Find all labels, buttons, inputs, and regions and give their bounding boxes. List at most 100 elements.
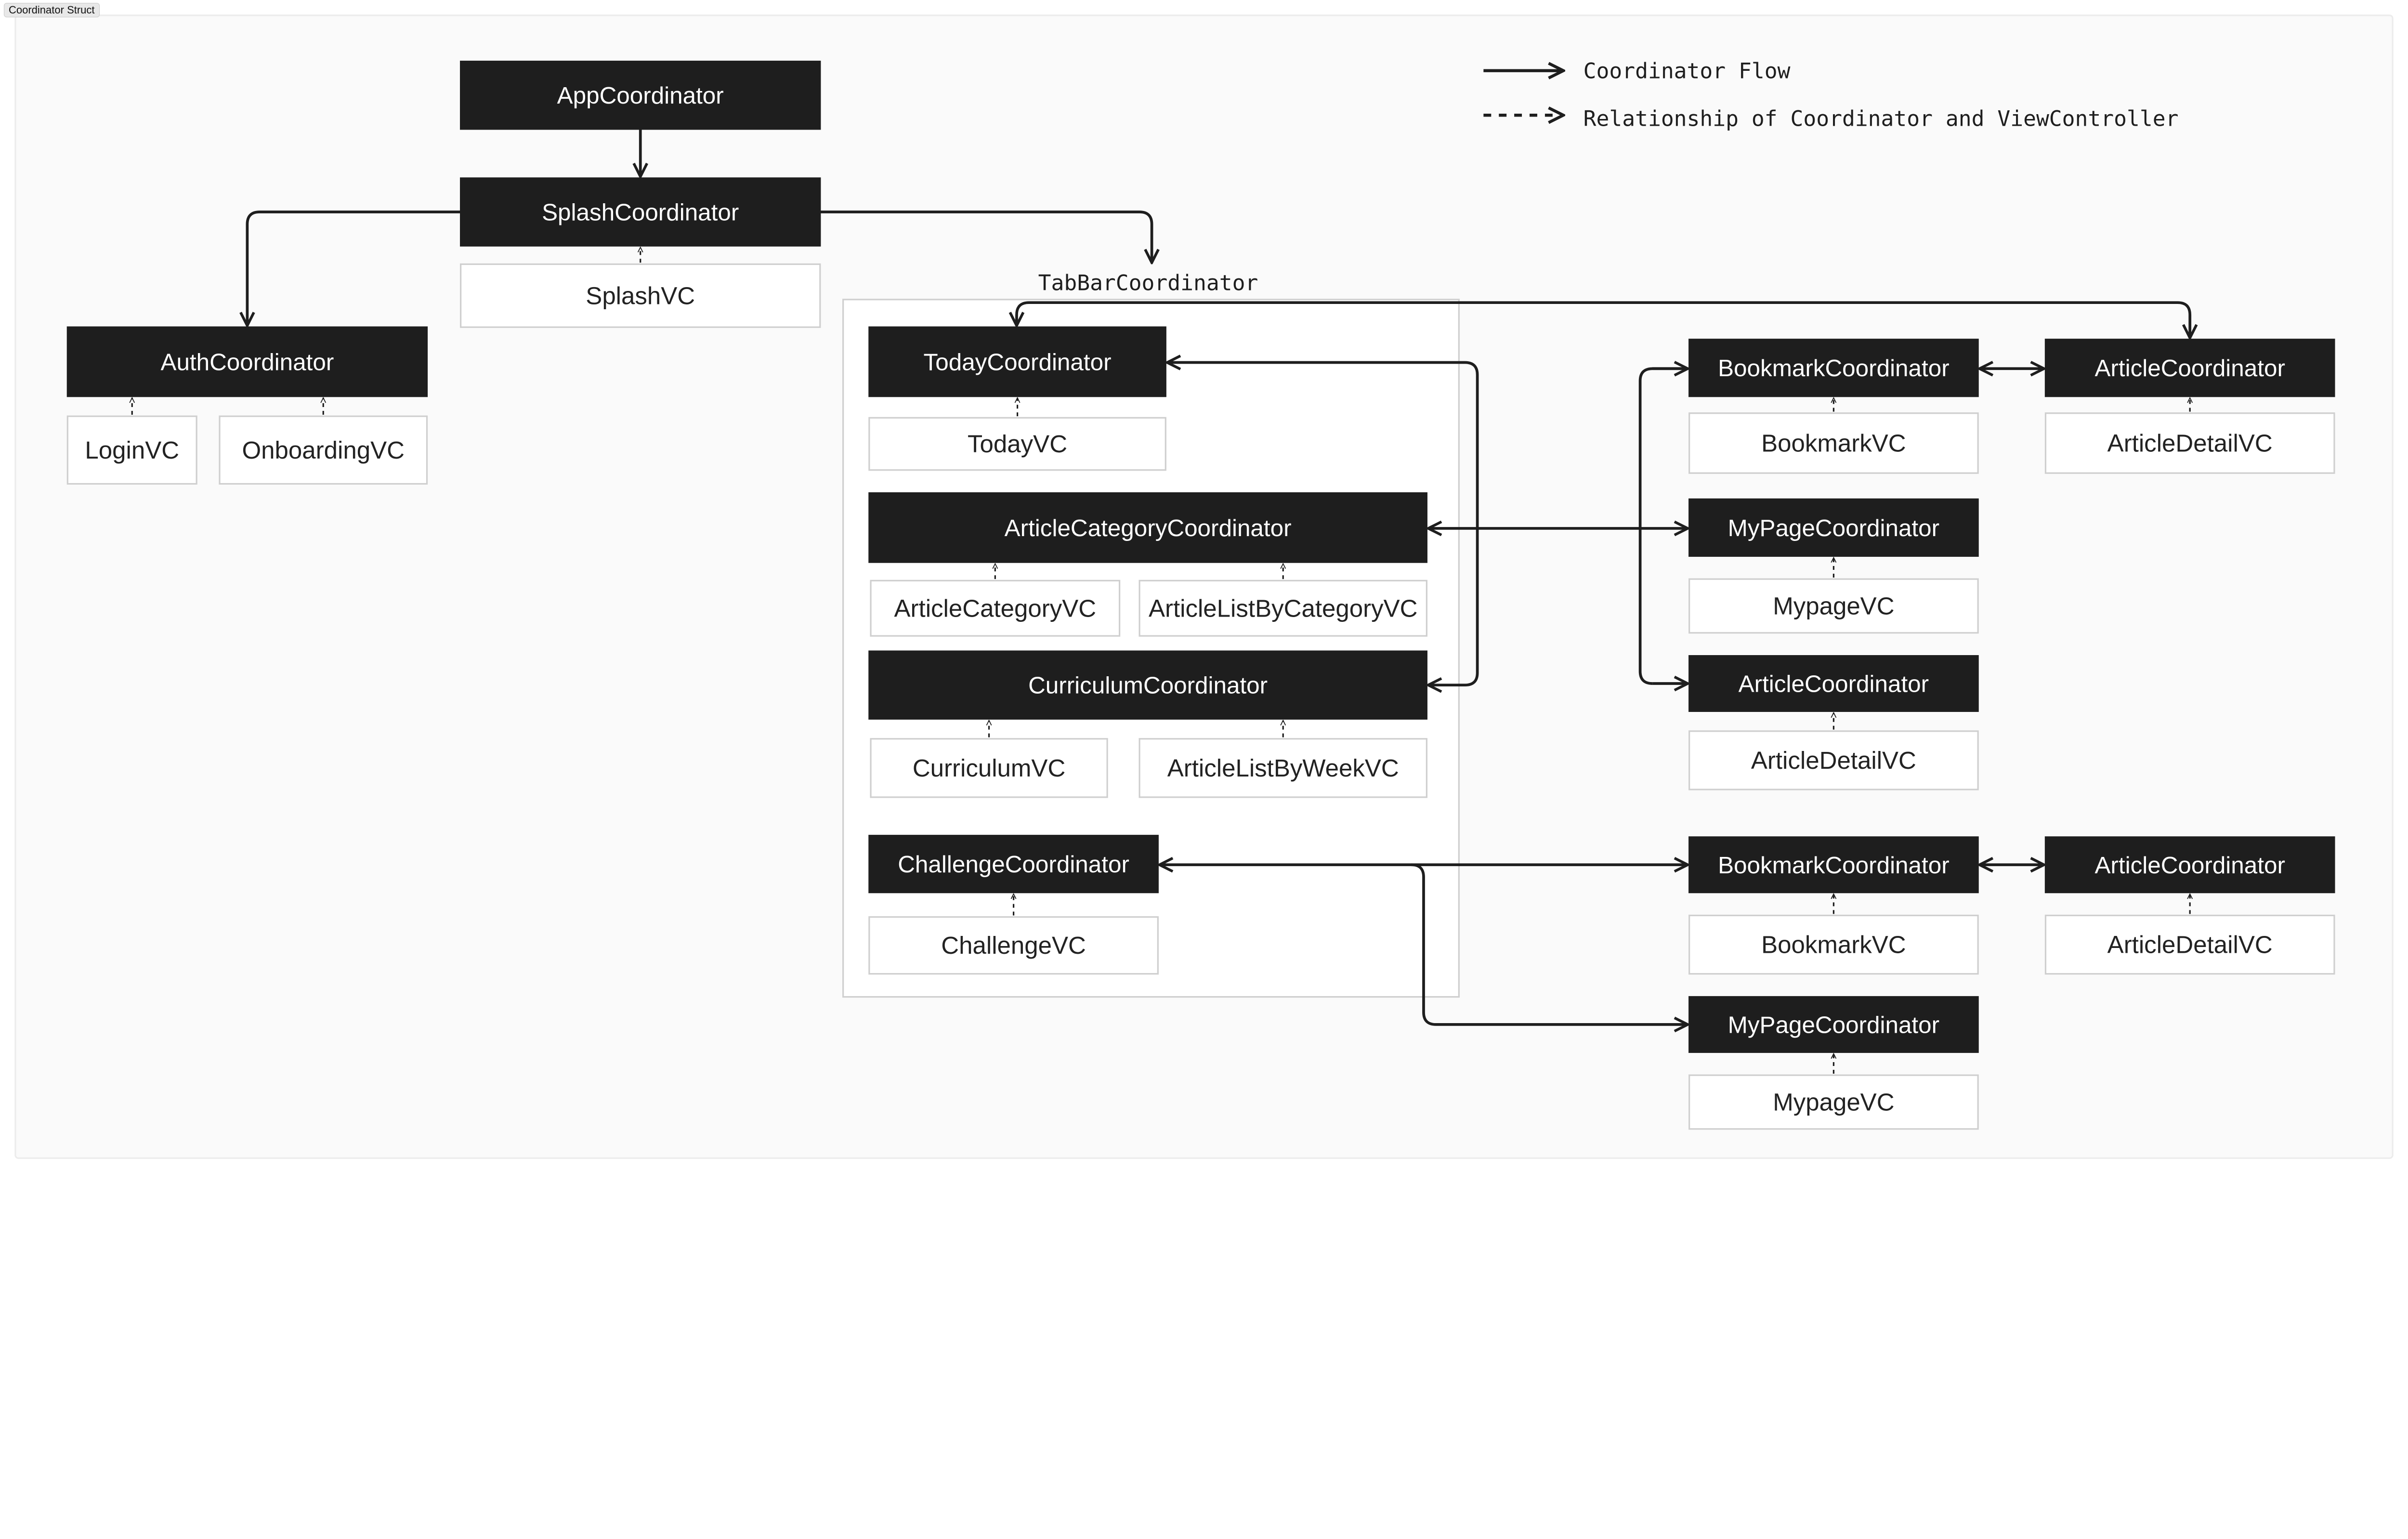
today-vc-node[interactable]: TodayVC (868, 417, 1166, 471)
node-label: LoginVC (85, 436, 179, 464)
node-box (2044, 914, 2335, 975)
node-box (868, 835, 1159, 894)
challenge-coordinator-node[interactable]: ChallengeCoordinator (868, 835, 1159, 894)
node-box (1688, 498, 1979, 557)
article-coordinator-node[interactable]: ArticleCoordinator (1688, 655, 1979, 712)
splash-coordinator-node[interactable]: SplashCoordinator (460, 177, 821, 247)
article-category-coordinator-node[interactable]: ArticleCategoryCoordinator (868, 492, 1427, 563)
node-box (460, 177, 821, 247)
frame-label: Coordinator Struct (4, 3, 100, 17)
node-box (1688, 578, 1979, 634)
node-label: BookmarkVC (1761, 931, 1906, 959)
node-box (1139, 738, 1427, 798)
node-label: ArticleDetailVC (1751, 747, 1916, 774)
legend-flow-label: Coordinator Flow (1584, 59, 1791, 84)
node-label: SplashCoordinator (542, 199, 739, 226)
article-coordinator-node[interactable]: ArticleCoordinator (2044, 836, 2335, 894)
node-box (66, 326, 428, 397)
node-box (868, 916, 1159, 975)
node-box (66, 415, 197, 485)
node-box (1688, 914, 1979, 975)
node-label: OnboardingVC (242, 436, 404, 464)
node-label: ArticleListByWeekVC (1167, 754, 1399, 782)
node-box (868, 326, 1166, 397)
bookmark-coordinator-node[interactable]: BookmarkCoordinator (1688, 339, 1979, 397)
edges (132, 129, 2190, 1074)
legend: Coordinator Flow Relationship of Coordin… (1483, 59, 2179, 131)
my-page-coordinator-node[interactable]: MyPageCoordinator (1688, 498, 1979, 557)
node-box (868, 492, 1427, 563)
article-category-vc-node[interactable]: ArticleCategoryVC (870, 579, 1121, 637)
node-box (460, 263, 821, 328)
article-detail-vc-node[interactable]: ArticleDetailVC (1688, 730, 1979, 790)
node-label: BookmarkCoordinator (1718, 355, 1950, 381)
today-article-arrow (1017, 301, 2190, 338)
tabbar-label: TabBarCoordinator (1038, 271, 1258, 296)
node-label: ChallengeCoordinator (898, 851, 1129, 878)
node-box (868, 650, 1427, 720)
today-coordinator-node[interactable]: TodayCoordinator (868, 326, 1166, 397)
article-detail-vc-node[interactable]: ArticleDetailVC (2044, 914, 2335, 975)
mypage-vc-node[interactable]: MypageVC (1688, 578, 1979, 634)
curriculum-vc-node[interactable]: CurriculumVC (870, 738, 1108, 798)
node-label: CurriculumCoordinator (1028, 672, 1268, 699)
article-list-by-week-vc-node[interactable]: ArticleListByWeekVC (1139, 738, 1427, 798)
login-vc-node[interactable]: LoginVC (66, 415, 197, 485)
coordinator-diagram: TabBarCoordinator Coordinator Flow Relat… (14, 14, 2394, 1159)
node-box (1688, 730, 1979, 790)
splash-to-tabbar-arrow (820, 210, 1152, 263)
node-box (868, 417, 1166, 471)
node-box (1688, 1074, 1979, 1130)
node-label: MyPageCoordinator (1728, 1012, 1939, 1038)
app-coordinator-node[interactable]: AppCoordinator (460, 60, 821, 130)
node-box (2044, 836, 2335, 894)
node-label: BookmarkCoordinator (1718, 852, 1950, 879)
node-box (219, 415, 428, 485)
node-label: ArticleCategoryCoordinator (1005, 515, 1292, 541)
node-label: BookmarkVC (1761, 429, 1906, 457)
node-box (1688, 339, 1979, 397)
my-page-coordinator-node[interactable]: MyPageCoordinator (1688, 996, 1979, 1053)
node-label: MypageVC (1773, 1088, 1894, 1116)
curriculum-coordinator-node[interactable]: CurriculumCoordinator (868, 650, 1427, 720)
node-label: SplashVC (586, 282, 695, 309)
node-label: MyPageCoordinator (1728, 515, 1939, 541)
bookmark-vc-node[interactable]: BookmarkVC (1688, 412, 1979, 474)
node-label: TodayVC (968, 430, 1067, 458)
bookmark-vc-node[interactable]: BookmarkVC (1688, 914, 1979, 975)
node-label: ArticleListByCategoryVC (1149, 594, 1418, 622)
bookmark-coordinator-node[interactable]: BookmarkCoordinator (1688, 836, 1979, 894)
node-label: ArticleDetailVC (2107, 429, 2273, 457)
tab-vertical-line (1638, 367, 1688, 685)
node-box (870, 738, 1108, 798)
node-label: ArticleCategoryVC (894, 594, 1097, 622)
node-box (870, 579, 1121, 637)
node-label: ArticleCoordinator (1739, 671, 1929, 697)
challenge-vc-node[interactable]: ChallengeVC (868, 916, 1159, 975)
node-box (2044, 339, 2335, 397)
node-box (1688, 412, 1979, 474)
article-detail-vc-node[interactable]: ArticleDetailVC (2044, 412, 2335, 474)
node-box (460, 60, 821, 130)
node-box (1688, 655, 1979, 712)
legend-relationship-label: Relationship of Coordinator and ViewCont… (1584, 106, 2179, 131)
mypage-vc-node[interactable]: MypageVC (1688, 1074, 1979, 1130)
node-label: CurriculumVC (913, 754, 1065, 782)
auth-coordinator-node[interactable]: AuthCoordinator (66, 326, 428, 397)
node-label: ArticleCoordinator (2094, 852, 2285, 879)
onboarding-vc-node[interactable]: OnboardingVC (219, 415, 428, 485)
node-box (1139, 579, 1427, 637)
article-coordinator-node[interactable]: ArticleCoordinator (2044, 339, 2335, 397)
node-label: ArticleCoordinator (2094, 355, 2285, 381)
challenge-mypage-arrow (1411, 863, 1688, 1025)
node-box (2044, 412, 2335, 474)
node-box (1688, 996, 1979, 1053)
node-label: AppCoordinator (557, 82, 724, 109)
splash-vc-node[interactable]: SplashVC (460, 263, 821, 328)
node-label: ArticleDetailVC (2107, 931, 2273, 959)
node-label: MypageVC (1773, 592, 1894, 620)
splash-to-auth-arrow (247, 210, 461, 326)
article-list-by-category-vc-node[interactable]: ArticleListByCategoryVC (1139, 579, 1427, 637)
node-label: TodayCoordinator (924, 349, 1112, 375)
